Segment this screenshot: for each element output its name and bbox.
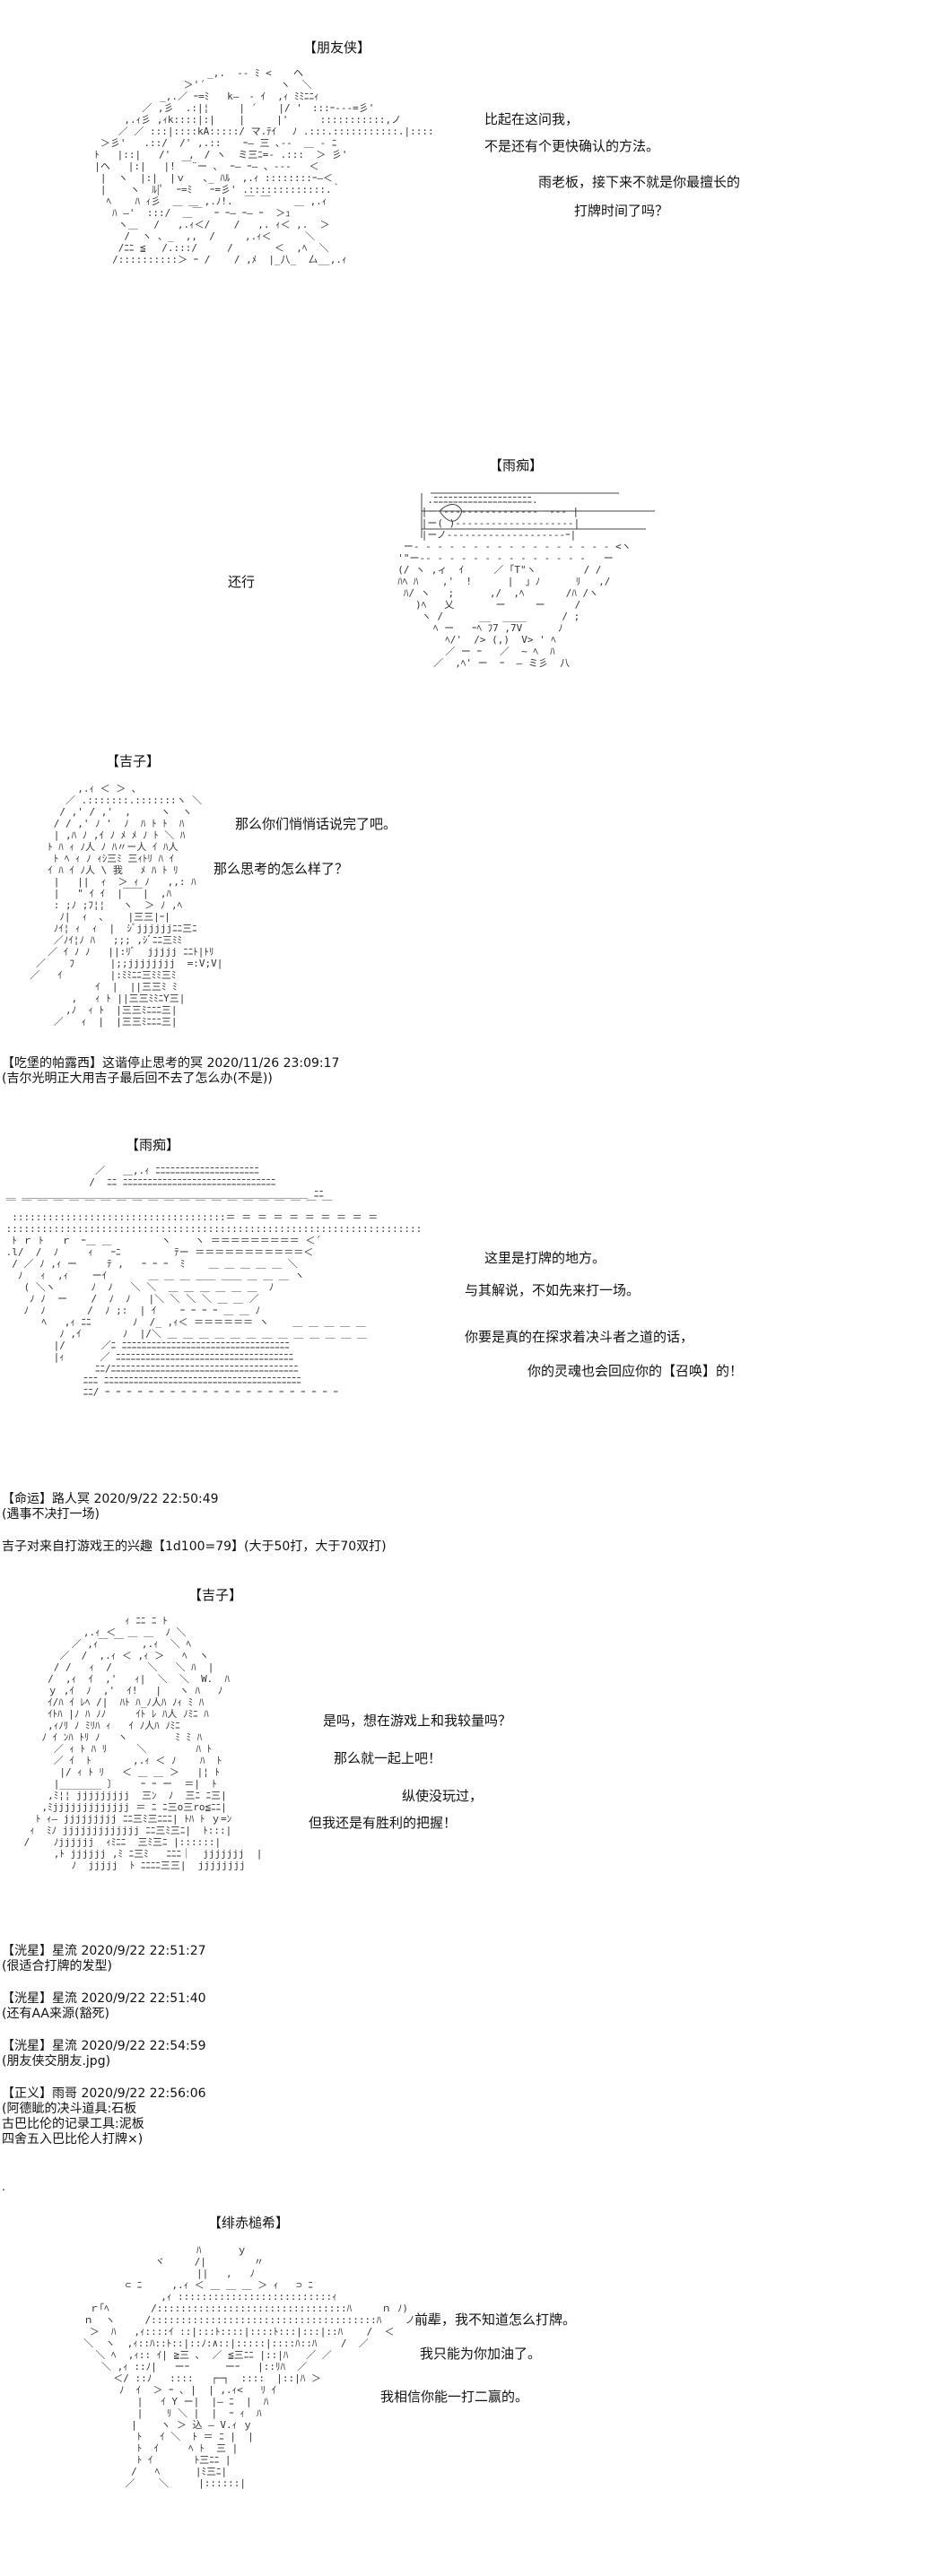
- chat-log-line: 【命运】路人冥 2020/9/22 22:50:49: [2, 1492, 219, 1506]
- dialogue-line: 纵使没玩过，: [402, 1788, 484, 1804]
- chat-log-line: 【洸星】星流 2020/9/22 22:51:27: [2, 1944, 206, 1958]
- chat-log-line: (朋友侠交朋友.jpg): [2, 2054, 111, 2069]
- dialogue-line: 还行: [228, 574, 256, 590]
- chat-log-line: 【洸星】星流 2020/9/22 22:51:40: [2, 1991, 206, 2006]
- dialogue-line: 你要是真的在探求着决斗者之道的话，: [465, 1329, 694, 1345]
- dialogue-line: 你的灵魂也会回应你的【召唤】的！: [527, 1363, 744, 1379]
- chat-log-line: 【洸星】星流 2020/9/22 22:54:59: [2, 2039, 206, 2053]
- speaker-name: 【雨痴】: [489, 457, 544, 473]
- chat-log-line: (阿德眦的决斗道具:石板: [2, 2102, 137, 2116]
- ascii-art-yoshiko: ,.ｨ ＜ ＞ ､ ／ .:::::::.:::::::ヽ ＼ / ,' / ,…: [30, 783, 223, 1028]
- chat-log-line: 古巴比伦的记录工具:泥板: [2, 2117, 144, 2131]
- dialogue-line: 那么就一起上吧！: [334, 1750, 442, 1766]
- dialogue-line: 那么你们悄悄话说完了吧。: [235, 816, 397, 832]
- dialogue-line: 但我还是有胜利的把握！: [309, 1815, 458, 1831]
- stray-mark: .: [2, 2181, 5, 2193]
- speaker-name: 【吉子】: [188, 1587, 243, 1603]
- ascii-art-hisaki: ﾊ ｙ ヾ /| 〃 || , ﾉ ⊂ ﾆ ,.ｨ ＜ ＿ ＿ ＿ ＞ ｨ ⊃ …: [83, 2244, 431, 2489]
- chat-log-line: (还有AA来源(豁死): [2, 2007, 109, 2021]
- dialogue-line: 前辈，我不知道怎么打牌。: [414, 2311, 577, 2328]
- ascii-art-friend-man: _,. -‐ ﾐ < ヘ ＞'´ ヽ ＼ _,.／ ｰ=ﾐ k― ‐ ｲ ,ｨ …: [94, 67, 434, 265]
- ascii-art-rain-fool-duel: ／ ＿,.ｨ ﾆﾆﾆﾆﾆﾆﾆﾆﾆﾆﾆﾆﾆﾆﾆﾆﾆﾆﾆﾆﾆ / ﾆﾆ ﾆﾆﾆﾆﾆﾆ…: [5, 1165, 423, 1398]
- chat-log-line: (吉尔光明正大用吉子最后回不去了怎么办(不是)): [2, 1071, 273, 1086]
- dialogue-line: 不是还有个更快确认的方法。: [484, 138, 660, 154]
- dialogue-line: 我相信你能一打二赢的。: [380, 2389, 529, 2405]
- chat-log-line: (很适合打牌的发型): [2, 1959, 112, 1973]
- chat-log-line: 四舍五入巴比伦人打牌×): [2, 2132, 144, 2147]
- dialogue-line: 比起在这问我，: [484, 111, 580, 127]
- hat-brim-drawing: [421, 492, 655, 538]
- dialogue-line: 我只能为你加油了。: [420, 2346, 542, 2362]
- chat-log-line: 吉子对来自打游戏王的兴趣【1d100=79】(大于50打，大于70双打): [2, 1540, 387, 1554]
- dialogue-line: 雨老板，接下来不就是你最擅长的: [538, 174, 741, 190]
- speaker-name: 【吉子】: [106, 753, 161, 769]
- dialogue-line: 与其解说，不如先来打一场。: [465, 1282, 641, 1298]
- speaker-name: 【雨痴】: [126, 1137, 180, 1153]
- dialogue-line: 打牌时间了吗？: [574, 203, 669, 219]
- dialogue-line: 这里是打牌的地方。: [484, 1250, 606, 1266]
- chat-log-line: 【正义】雨哥 2020/9/22 22:56:06: [2, 2086, 206, 2101]
- ascii-art-yoshiko-smirk: ｨ ﾆﾆ ﾆ ﾄ ,.ｨ ＜ ＿ ＿ ﾉ ＼ ／ ,ｨ￣ ￣ ,.ｨ ＼ ﾍ ／…: [23, 1615, 263, 1871]
- speaker-name: 【绯赤槌希】: [208, 2215, 290, 2231]
- speaker-name: 【朋友侠】: [303, 39, 371, 56]
- ascii-art-rain-fool: .ﾆﾆﾆﾆﾆﾆﾆﾆﾆﾆﾆﾆﾆﾆﾆﾆﾆﾆﾆﾆ. |ー --------------…: [397, 494, 632, 669]
- dialogue-line: 是吗，想在游戏上和我较量吗？: [323, 1713, 512, 1729]
- dialogue-line: 那么思考的怎么样了？: [214, 861, 349, 877]
- chat-log-line: 【吃堡的帕露西】这谐停止思考的冥 2020/11/26 23:09:17: [2, 1056, 340, 1071]
- chat-log-line: (遇事不决打一场): [2, 1507, 100, 1522]
